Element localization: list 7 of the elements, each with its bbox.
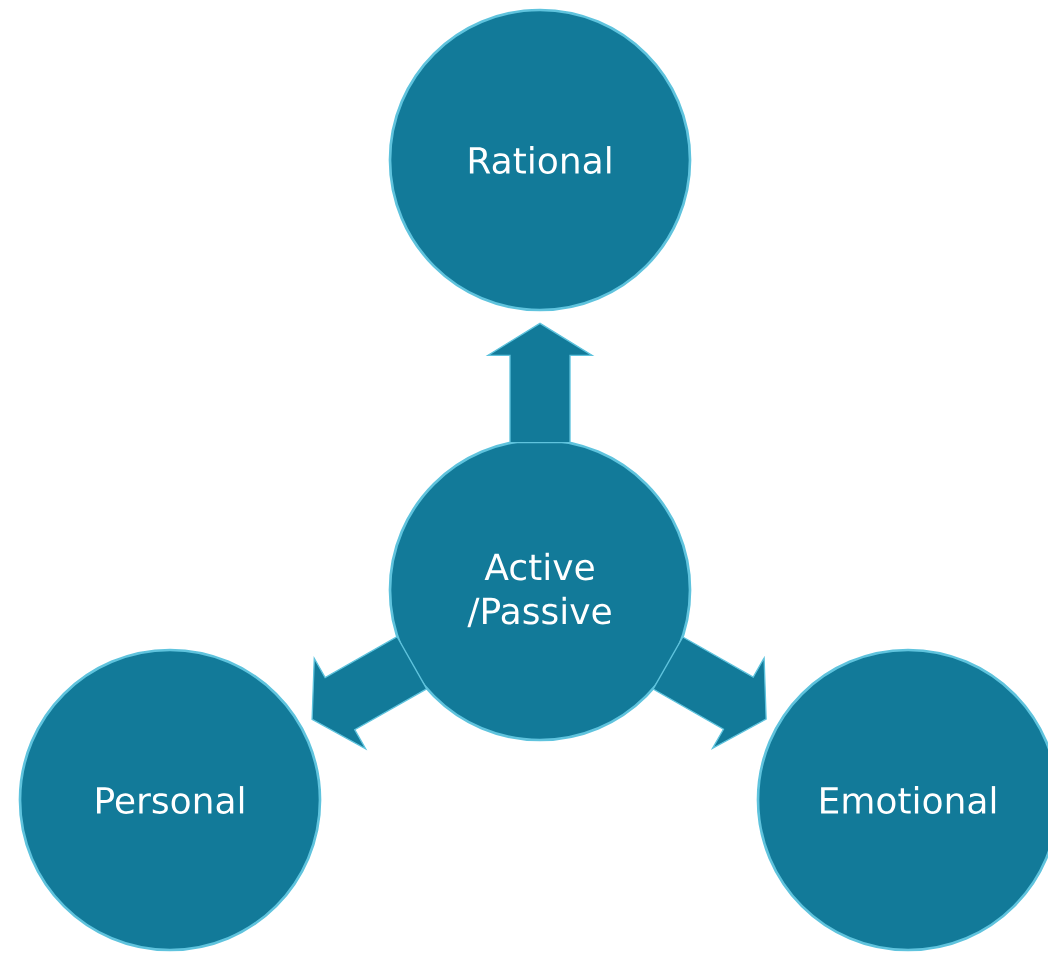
circle-node: Personal <box>18 648 322 952</box>
block-arrow <box>485 322 595 444</box>
circle-node: Rational <box>388 8 692 312</box>
circle-node: Active /Passive <box>388 438 692 742</box>
block-arrow <box>652 636 767 751</box>
block-arrow <box>311 635 428 751</box>
circle-node: Emotional <box>756 648 1048 952</box>
